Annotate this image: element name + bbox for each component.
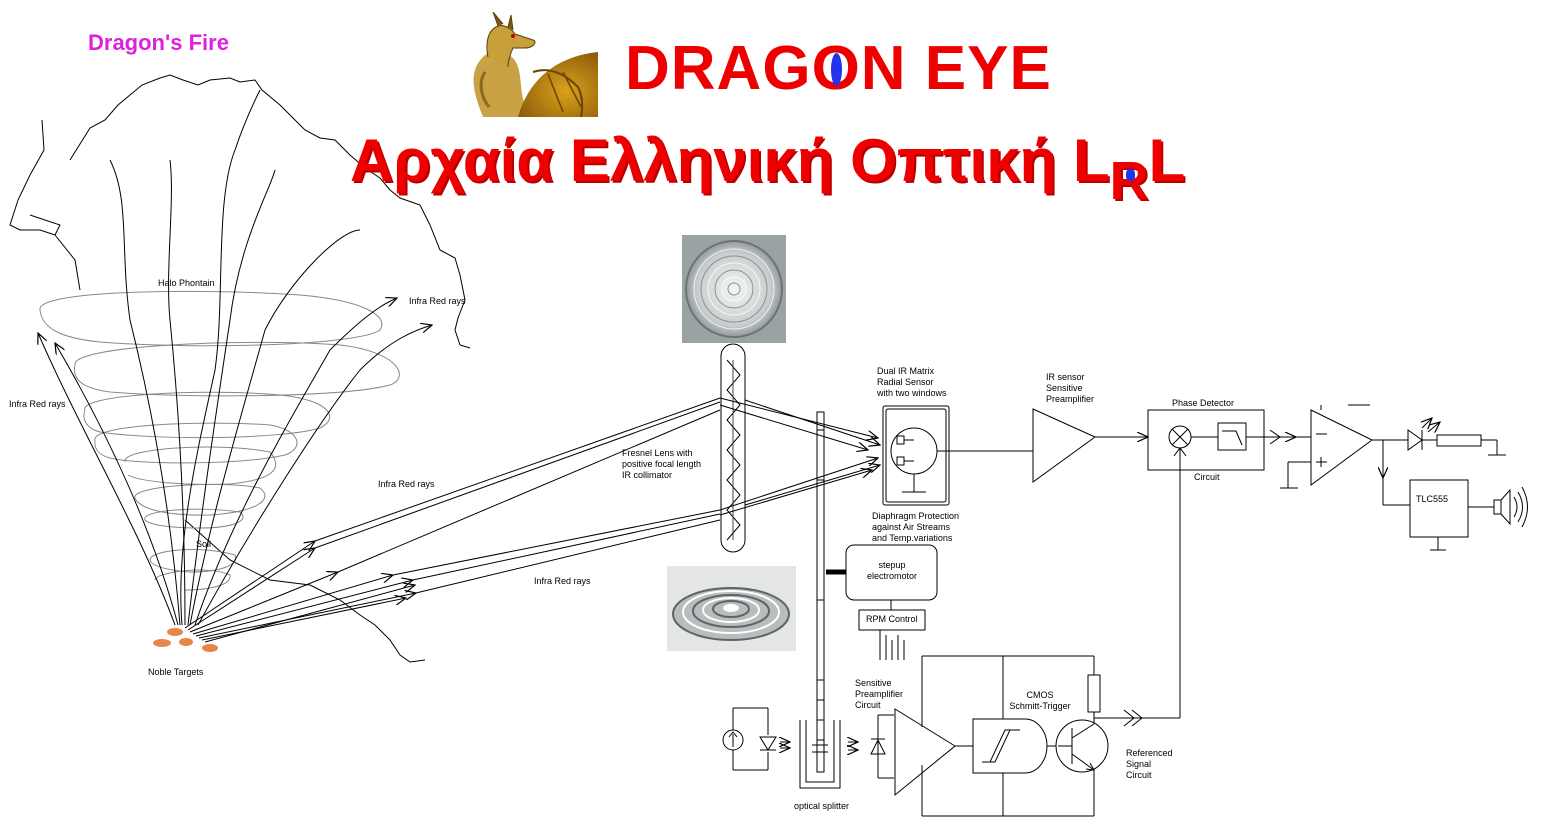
phase-detector-block bbox=[1147, 409, 1296, 718]
eye-pupil-icon bbox=[831, 53, 843, 86]
label-soil: Soil bbox=[196, 539, 212, 549]
greek-sub-letter: R bbox=[1109, 151, 1149, 211]
label-ir-middle: Infra Red rays bbox=[378, 479, 435, 489]
fire-plume-outline bbox=[9, 74, 471, 663]
upward-ir-rays bbox=[38, 89, 432, 626]
label-noble-targets: Noble Targets bbox=[148, 667, 204, 677]
chopper-rail bbox=[816, 411, 846, 773]
label-optical-splitter: optical splitter bbox=[794, 801, 850, 811]
greek-end-letter: L bbox=[1148, 127, 1186, 194]
label-ir-top-right: Infra Red rays bbox=[409, 296, 466, 306]
motor-blocks bbox=[845, 544, 938, 660]
label-stepup: stepup electromotor bbox=[866, 560, 918, 581]
label-halo: Halo Phontain bbox=[158, 278, 215, 288]
greek-title-text: Αρχαία Ελληνική Οπτική L bbox=[350, 127, 1110, 194]
fresnel-lens-side bbox=[720, 343, 746, 553]
fresnel-lens-angled-photo bbox=[667, 566, 796, 651]
ir-sensor bbox=[882, 405, 1033, 506]
title-part-1: DRAG bbox=[625, 34, 812, 103]
fresnel-lens-photo bbox=[682, 235, 786, 343]
comparator bbox=[1280, 404, 1410, 506]
label-diaphragm: Diaphragm Protection against Air Streams… bbox=[872, 511, 960, 543]
top-preamp bbox=[1032, 408, 1148, 483]
dragon-picture bbox=[463, 12, 598, 117]
dragons-fire-title: Dragon's Fire bbox=[88, 30, 229, 55]
bottom-circuit bbox=[722, 655, 1180, 817]
label-tlc555: TLC555 bbox=[1416, 494, 1449, 504]
title-eye-letter: O bbox=[812, 36, 861, 102]
label-rpm: RPM Control bbox=[866, 614, 918, 624]
label-fresnel: Fresnel Lens with positive focal length … bbox=[622, 448, 702, 480]
label-ir-lower: Infra Red rays bbox=[534, 576, 591, 586]
sub-letter-dot-icon bbox=[1126, 169, 1136, 181]
label-cmos: CMOS Schmitt-Trigger bbox=[1009, 690, 1071, 711]
dragon-eye-title: DRAGON EYE bbox=[625, 36, 1052, 102]
rightward-ir-rays bbox=[184, 397, 721, 643]
halo-rings bbox=[39, 290, 400, 591]
label-ir-left: Infra Red rays bbox=[9, 399, 66, 409]
title-part-2: N EYE bbox=[860, 34, 1052, 103]
led-output bbox=[1407, 418, 1506, 456]
label-circuit: Circuit bbox=[1194, 472, 1220, 482]
label-preamp-top: IR sensor Sensitive Preamplifier bbox=[1046, 372, 1095, 404]
label-sensitive-preamp: Sensitive Preamplifier Circuit bbox=[855, 678, 904, 710]
tlc555-block bbox=[1409, 479, 1528, 551]
label-phase-detector: Phase Detector bbox=[1172, 398, 1235, 408]
focused-rays bbox=[719, 397, 880, 516]
noble-target-dots bbox=[153, 628, 218, 652]
label-referenced: Referenced Signal Circuit bbox=[1126, 748, 1173, 780]
label-sensor: Dual IR Matrix Radial Sensor with two wi… bbox=[877, 366, 947, 398]
